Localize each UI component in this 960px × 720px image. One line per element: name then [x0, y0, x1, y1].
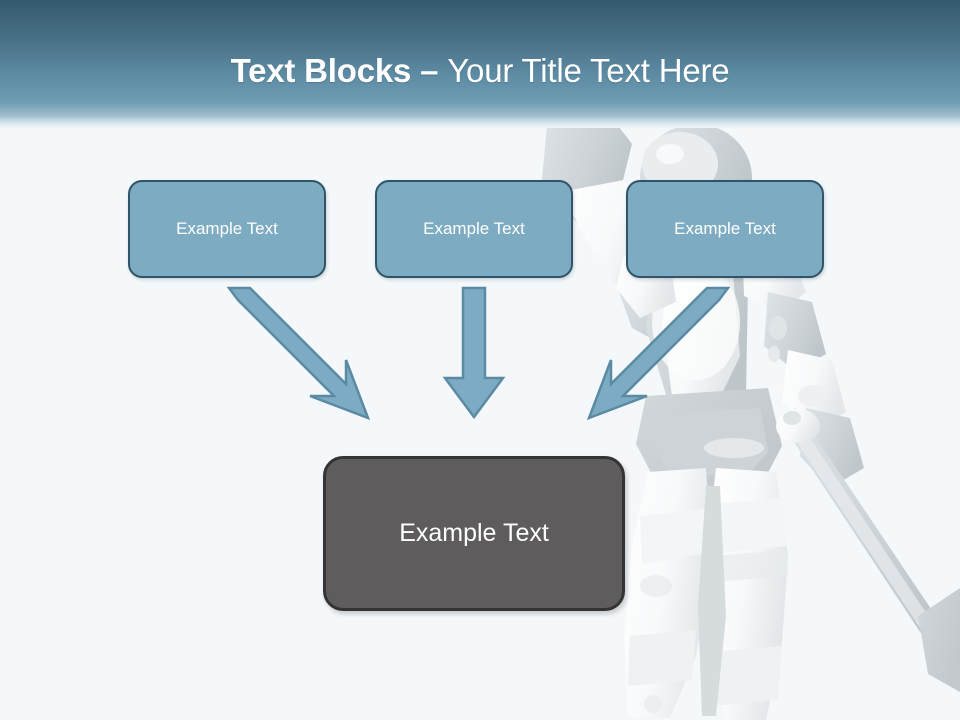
text-block-1-label: Example Text	[176, 219, 278, 238]
result-text-block[interactable]: Example Text	[323, 456, 625, 611]
text-block-2[interactable]: Example Text	[375, 180, 573, 278]
arrow-down-icon	[442, 286, 506, 420]
text-block-3-label: Example Text	[674, 219, 776, 238]
page-title-light: Your Title Text Here	[447, 52, 730, 89]
arrow-down-right-icon	[226, 286, 371, 421]
result-text-block-label: Example Text	[399, 519, 549, 547]
page-title: Text Blocks – Your Title Text Here	[0, 52, 960, 90]
text-block-3[interactable]: Example Text	[626, 180, 824, 278]
page-title-separator: –	[420, 52, 448, 89]
text-block-2-label: Example Text	[423, 219, 525, 238]
header-banner	[0, 0, 960, 128]
arrow-down-left-icon	[586, 286, 731, 421]
page-title-strong: Text Blocks	[230, 52, 421, 89]
text-block-1[interactable]: Example Text	[128, 180, 326, 278]
